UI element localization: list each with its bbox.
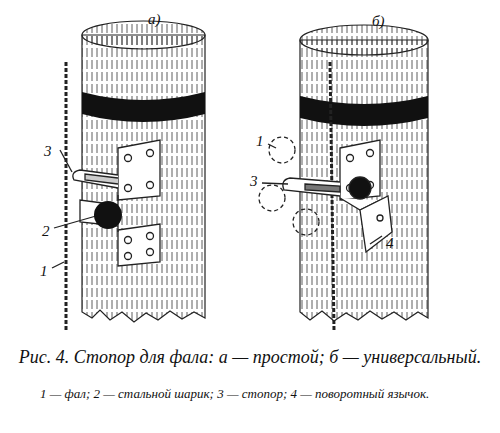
figure-letter: б): [372, 14, 385, 29]
parts-key: 1 — фал; 2 — стальной шарик; 3 — стопор;…: [40, 386, 460, 402]
halyard: [330, 62, 334, 330]
callout-number: 3: [250, 174, 258, 189]
figure-letter: а): [148, 12, 161, 27]
mast-a: [82, 21, 205, 322]
callout-number: 4: [386, 236, 394, 251]
figure-caption: Рис. 4. Стопор для фала: а — простой; б …: [19, 348, 481, 366]
callout-number: 2: [42, 224, 50, 239]
callout-number: 3: [44, 144, 52, 159]
steel-ball: [94, 201, 122, 229]
mast-b: [300, 25, 428, 321]
stopper-b: [259, 137, 392, 252]
callout-number: 1: [40, 264, 48, 279]
halyard: [65, 62, 68, 330]
stopper-a: [52, 140, 160, 268]
callout-number: 1: [256, 134, 264, 149]
